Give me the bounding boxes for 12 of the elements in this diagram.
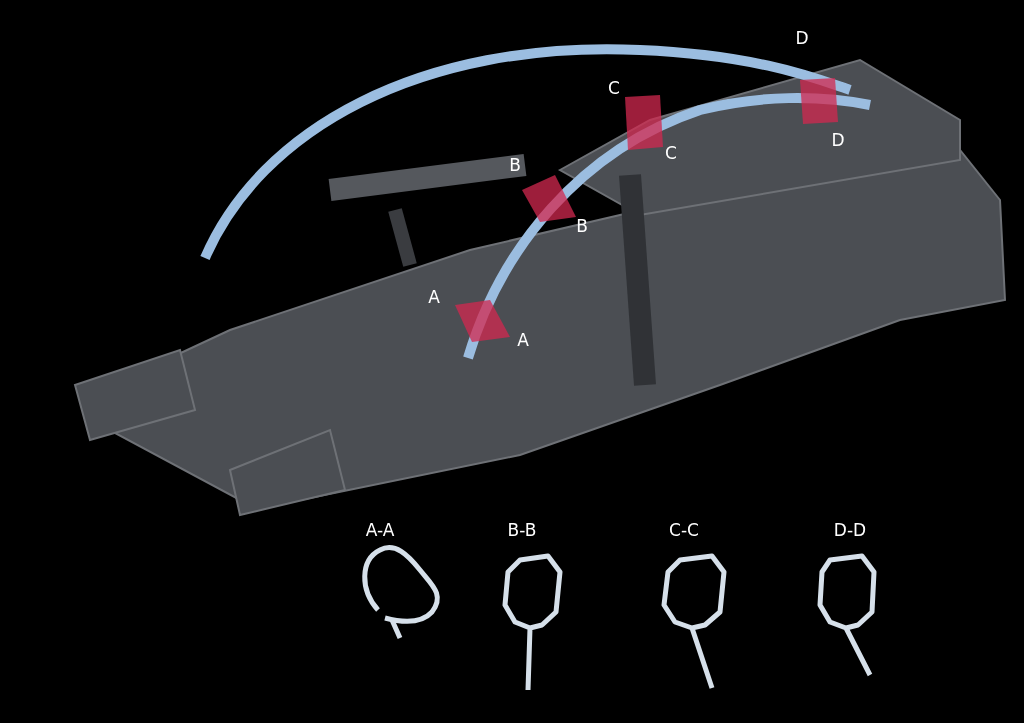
section-view-title: B-B [507, 521, 537, 539]
section-marker-label: B [509, 156, 521, 174]
section-view-title: D-D [833, 521, 867, 539]
section-marker-label: A [428, 288, 440, 306]
section-marker-label: C [665, 144, 677, 162]
section-marker-label: D [795, 29, 809, 47]
section-view-title: C-C [669, 521, 699, 539]
section-marker-label: B [576, 217, 588, 235]
section-marker-label: C [608, 79, 620, 97]
section-marker-label: A [517, 331, 529, 349]
section-view-title: A-A [365, 521, 395, 539]
section-marker-label: D [831, 131, 845, 149]
